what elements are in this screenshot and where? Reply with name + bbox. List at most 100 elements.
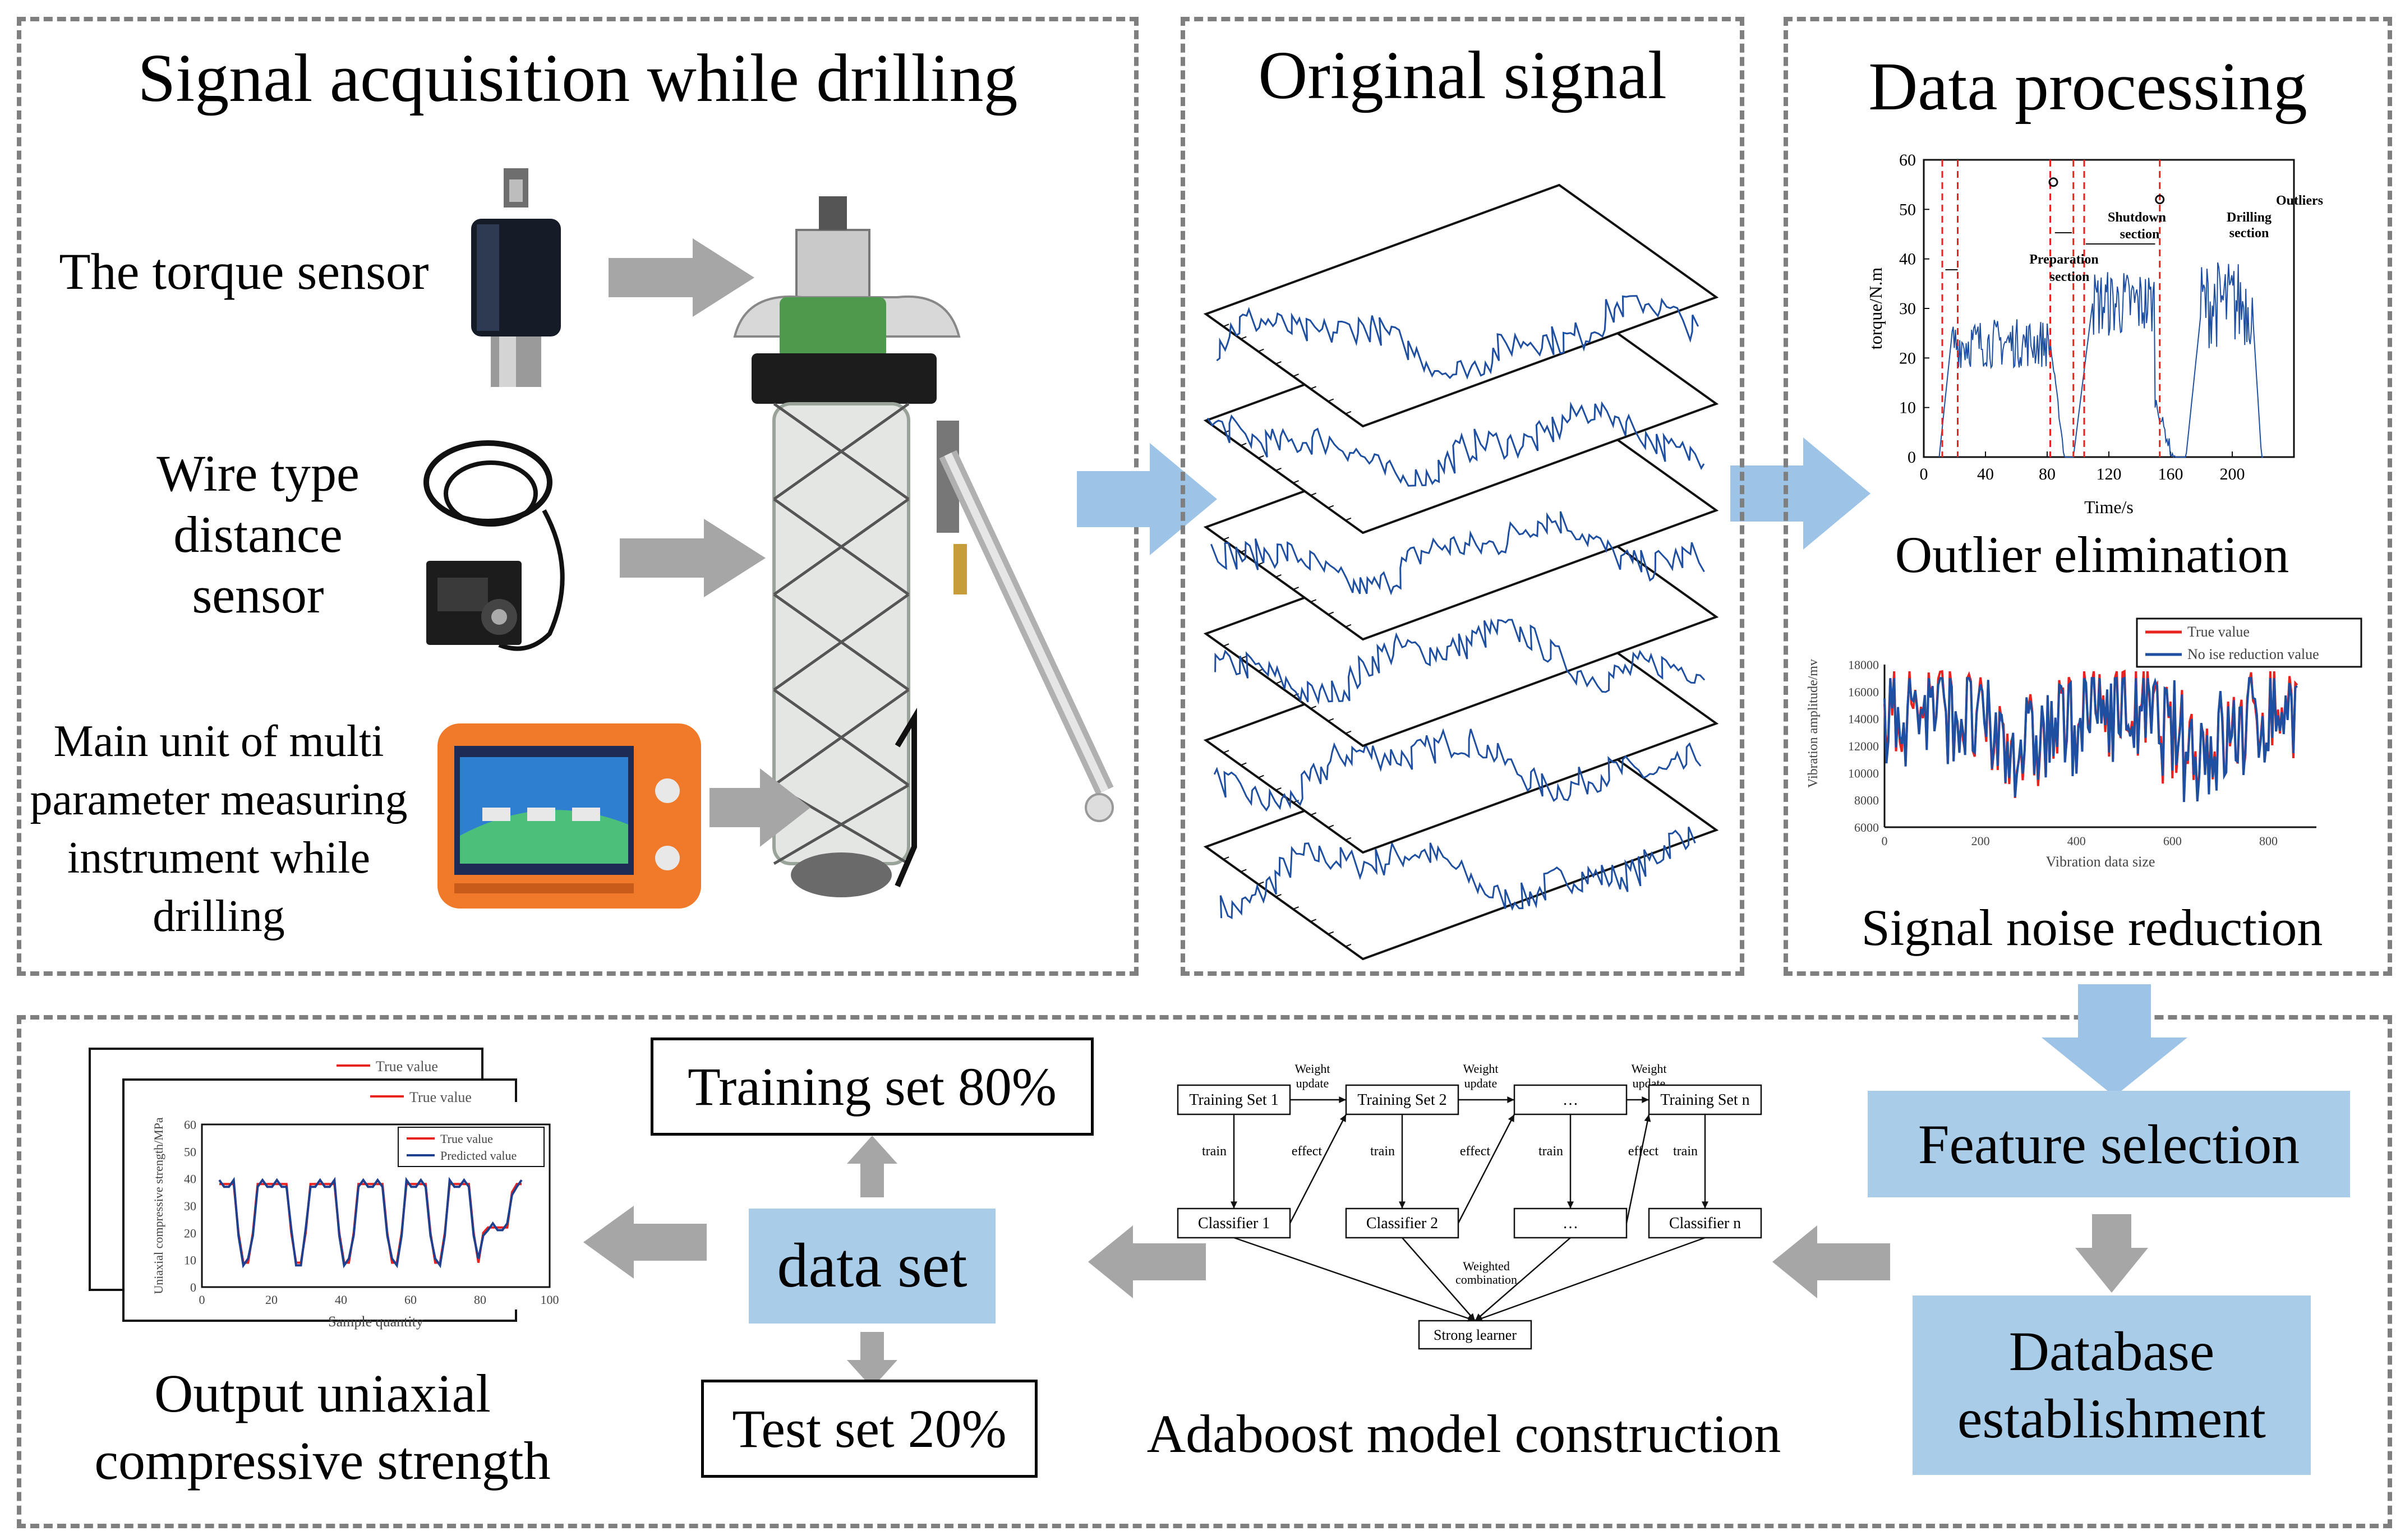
output-xtick-label: 20 <box>265 1293 278 1307</box>
weight-update-label: update <box>1296 1076 1329 1090</box>
output-xtick-label: 40 <box>335 1293 347 1307</box>
layer-tick <box>1275 787 1282 791</box>
instrument-image <box>437 723 701 909</box>
noise-value-series <box>1883 676 2298 803</box>
combine-arrow <box>1475 1237 1571 1321</box>
weighted-combination-label: combination <box>1455 1272 1517 1287</box>
effect-arrow-head <box>1644 1114 1651 1122</box>
arrow-feature-to-database <box>2075 1214 2148 1293</box>
noise-xlabel: Vibration data size <box>2046 854 2155 870</box>
acquisition-title: Signal acquisition while drilling <box>137 40 1018 116</box>
layer-tick <box>1275 467 1282 471</box>
drilling-rig-image <box>733 196 1114 897</box>
layer-tick <box>1240 656 1247 660</box>
arrow-instrument-to-rig <box>709 768 810 847</box>
weight-update-label: update <box>1464 1076 1498 1090</box>
legend-true-label: True value <box>440 1132 493 1146</box>
noise-xtick-label: 200 <box>1971 834 1990 848</box>
layer-tick <box>1328 611 1334 615</box>
layer-tick <box>1293 374 1299 377</box>
train-arrow-head <box>1231 1201 1237 1209</box>
torque-ytick-label: 10 <box>1899 399 1916 417</box>
torque-annotation: section <box>2229 226 2269 241</box>
torque-ytick-label: 30 <box>1899 299 1916 318</box>
layer-tick <box>1310 706 1317 709</box>
data-set-box: data set <box>749 1209 996 1324</box>
torque-xtick-label: 40 <box>1977 465 1994 483</box>
combine-arrow <box>1402 1237 1476 1321</box>
torque-series <box>1938 262 2263 458</box>
layer-tick <box>1275 361 1282 365</box>
layer-tick <box>1223 324 1229 328</box>
weighted-combination-label: Weighted <box>1463 1259 1510 1273</box>
layer-tick <box>1345 837 1352 841</box>
training-set-node-label: Training Set 2 <box>1357 1091 1446 1109</box>
noise-ytick-label: 12000 <box>1848 739 1879 753</box>
effect-label: effect <box>1460 1144 1491 1159</box>
weight-update-label: Weight <box>1632 1062 1667 1076</box>
weight-update-label: Weight <box>1463 1062 1499 1076</box>
output-xlabel: Sample quantity <box>328 1313 423 1330</box>
signal-layer <box>1203 183 1719 428</box>
arrow-torque-to-rig <box>609 238 754 317</box>
database-line-1: Database <box>2008 1320 2215 1382</box>
main-unit-line-3: instrument while <box>67 833 370 883</box>
classifier-node <box>1513 1207 1628 1239</box>
noise-xtick-label: 600 <box>2163 834 2182 848</box>
output-xtick-label: 100 <box>541 1293 559 1307</box>
output-ylabel: Uniaxial compressive strength/MPa <box>151 1117 165 1294</box>
layer-tick <box>1328 718 1334 722</box>
legend-noise-label: No ise reduction value <box>2187 646 2319 662</box>
arrow-database-to-adaboost <box>1772 1225 1890 1298</box>
output-axes-frame <box>201 1123 551 1288</box>
layer-tick <box>1240 869 1247 873</box>
torque-xtick-label: 120 <box>2097 465 2122 483</box>
training-set-node <box>1513 1084 1628 1115</box>
wire-sensor-line-1: Wire type <box>156 445 360 502</box>
arrow-to-feature-selection <box>2042 984 2187 1096</box>
noise-ytick-label: 8000 <box>1854 794 1879 808</box>
output-caption-line-2: compressive strength <box>94 1431 551 1491</box>
classifier-node <box>1177 1207 1291 1239</box>
layer-tick <box>1345 517 1352 521</box>
classifier-node <box>1345 1207 1459 1239</box>
noise-legend-box <box>2136 617 2362 668</box>
test-set-box: Test set 20% <box>701 1380 1038 1478</box>
effect-label: effect <box>1628 1144 1659 1159</box>
train-label: train <box>1538 1144 1563 1159</box>
layer-tick <box>1240 762 1247 766</box>
update-arrow-head <box>1339 1096 1346 1103</box>
layer-tick <box>1310 492 1317 496</box>
torque-ytick-label: 20 <box>1899 349 1916 367</box>
torque-xtick-label: 160 <box>2158 465 2183 483</box>
output-ytick-label: 50 <box>184 1145 196 1159</box>
layer-tick <box>1257 881 1264 885</box>
strong-learner-label: Strong learner <box>1434 1327 1517 1343</box>
train-arrow-head <box>1702 1201 1708 1209</box>
torque-xtick-label: 200 <box>2220 465 2245 483</box>
train-label: train <box>1202 1144 1227 1159</box>
output-ytick-label: 40 <box>184 1172 196 1186</box>
arrow-adaboost-to-dataset <box>1088 1225 1206 1298</box>
wire-sensor-line-2: distance <box>173 505 343 563</box>
torque-annotation: Shutdown <box>2108 210 2166 225</box>
train-arrow-head <box>1567 1201 1574 1209</box>
noise-ylabel: Vibration amplitude/mv <box>1806 659 1821 788</box>
combine-arrow-head <box>1468 1313 1475 1321</box>
layer-tick <box>1328 931 1334 935</box>
training-set-node <box>1648 1084 1762 1115</box>
legend-true-label: True value <box>2187 624 2250 640</box>
layer-tick <box>1257 774 1264 778</box>
classifier-node <box>1648 1207 1762 1239</box>
noise-ytick-label: 18000 <box>1848 658 1879 672</box>
layer-tick <box>1328 505 1334 509</box>
layer-tick <box>1240 442 1247 446</box>
layer-tick <box>1223 856 1229 860</box>
update-arrow-head <box>1642 1096 1649 1103</box>
layer-tick <box>1275 680 1282 684</box>
output-ytick-label: 30 <box>184 1199 196 1213</box>
adaboost-caption: Adaboost model construction <box>1146 1404 1781 1464</box>
effect-arrow <box>1457 1114 1515 1224</box>
main-unit-label: Main unit of multi parameter measuring i… <box>22 712 415 946</box>
